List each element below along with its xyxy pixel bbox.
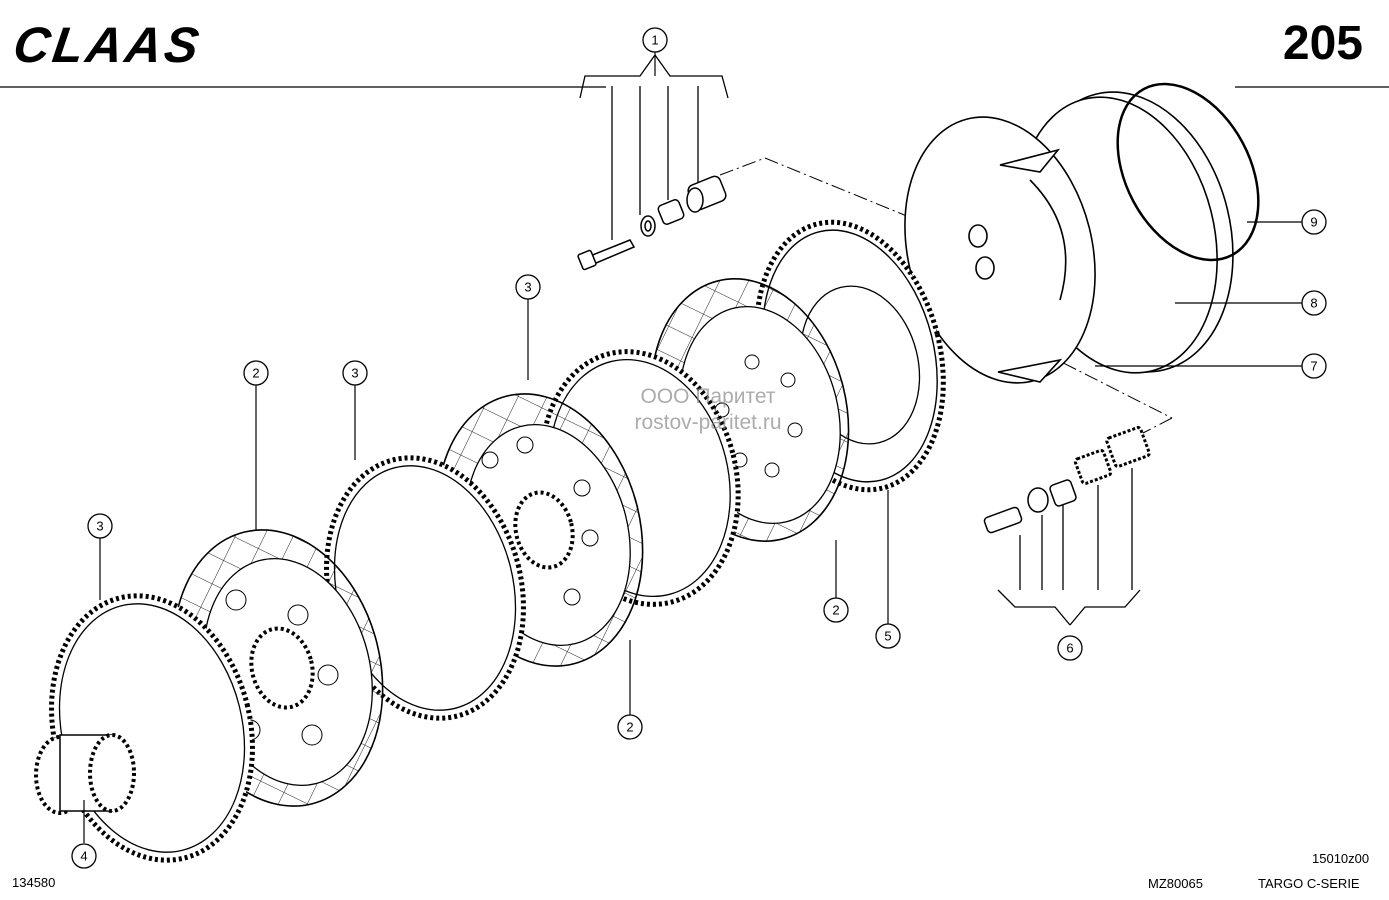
callout-label-9: 9	[1310, 215, 1317, 230]
footer-right-code: 15010z00	[1312, 851, 1370, 866]
callout-label-3c: 3	[96, 519, 103, 534]
callout-bubbles	[71, 27, 1327, 869]
page-number: 205	[1282, 17, 1363, 70]
watermark-line-2: rostov-paritet.ru	[634, 411, 782, 435]
callout-label-2b: 2	[626, 720, 633, 735]
group-1-bracket	[579, 54, 729, 240]
callout-5	[875, 623, 901, 649]
callout-leaders	[83, 52, 889, 843]
callout-8	[1301, 290, 1327, 316]
callout-9	[1301, 209, 1327, 235]
callout-3-b	[515, 274, 541, 300]
callout-label-3b: 3	[524, 280, 531, 295]
group-6-hardware	[983, 426, 1151, 534]
callout-4	[71, 843, 97, 869]
callout-label-6: 6	[1066, 641, 1073, 656]
callout-label-2a: 2	[252, 366, 259, 381]
splined-hub-4	[34, 733, 136, 815]
callout-3-c	[87, 513, 113, 539]
o-ring-9	[1116, 82, 1260, 262]
callout-6	[1057, 635, 1083, 661]
callout-labels: 1 2 2 2 3 3 3 4 5 6 7 8 9	[80, 33, 1317, 864]
group-6-bracket	[997, 468, 1141, 626]
piston-housing	[904, 91, 1234, 384]
watermark: ООО Паритет rostov-paritet.ru	[598, 384, 818, 437]
callout-label-3a: 3	[351, 366, 358, 381]
watermark-line-1: ООО Паритет	[640, 385, 776, 408]
callout-label-8: 8	[1310, 296, 1317, 311]
callout-label-1: 1	[651, 33, 658, 48]
callout-3-a	[342, 360, 368, 386]
callout-2-c	[823, 597, 849, 623]
footer-center-code: MZ80065	[1148, 876, 1203, 891]
group-1-hardware	[577, 175, 727, 271]
callout-label-2c: 2	[832, 603, 839, 618]
footer-series: TARGO C-SERIE	[1258, 876, 1360, 891]
callout-label-5: 5	[884, 629, 891, 644]
callout-1	[642, 27, 668, 53]
callout-2-b	[617, 714, 643, 740]
callout-label-7: 7	[1310, 359, 1317, 374]
callout-7	[1301, 353, 1327, 379]
callout-2-a	[243, 360, 269, 386]
footer-left-code: 134580	[12, 875, 56, 890]
callout-label-4: 4	[80, 849, 87, 864]
